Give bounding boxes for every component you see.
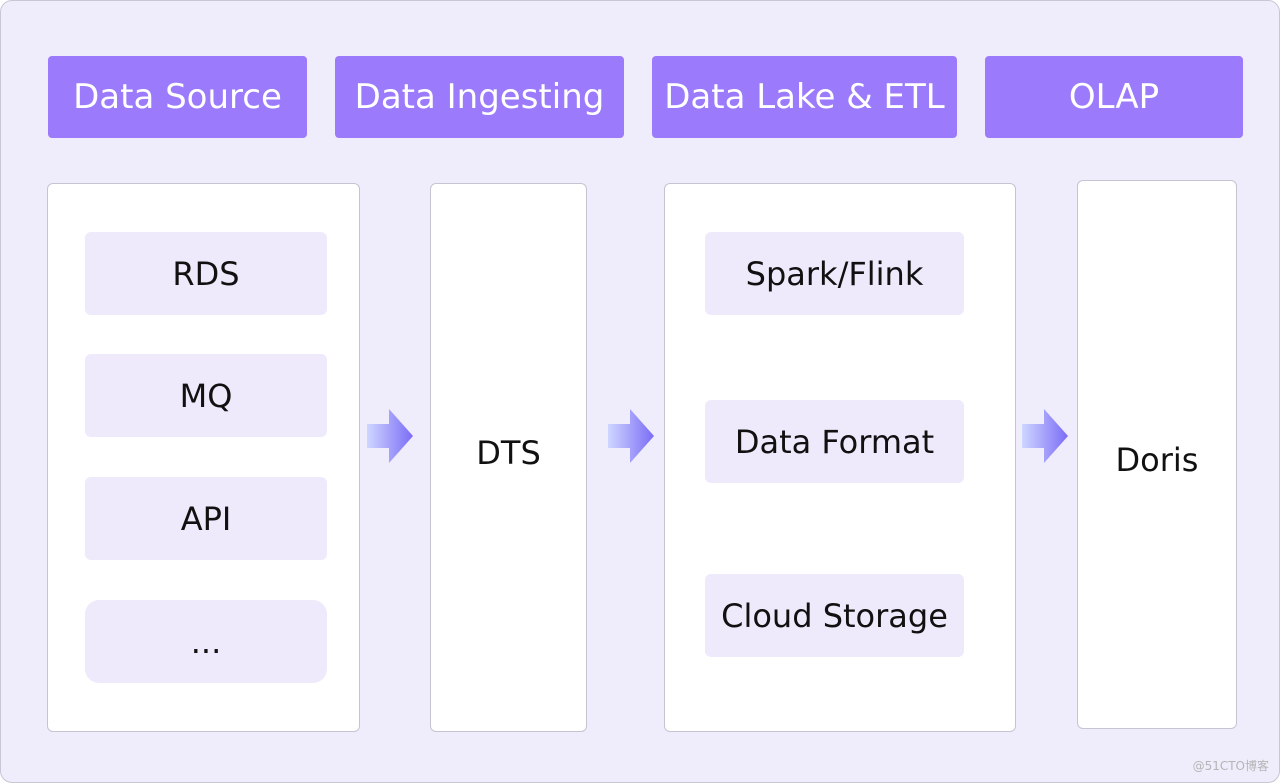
source-item-api: API <box>85 477 327 560</box>
source-item-rds: RDS <box>85 232 327 315</box>
dts-label: DTS <box>476 434 541 472</box>
header-data-lake-etl: Data Lake & ETL <box>652 56 957 138</box>
source-item-more: ... <box>85 600 327 683</box>
arrow-right-icon <box>367 409 413 463</box>
data-lake-column: Spark/Flink Data Format Cloud Storage <box>664 183 1016 732</box>
data-ingesting-column: DTS <box>430 183 587 732</box>
arrow-right-icon <box>608 409 654 463</box>
olap-column: Doris <box>1077 180 1237 729</box>
watermark: @51CTO博客 <box>1192 759 1269 773</box>
header-data-source: Data Source <box>48 56 307 138</box>
lake-item-cloud-storage: Cloud Storage <box>705 574 964 657</box>
source-item-mq: MQ <box>85 354 327 437</box>
data-source-column: RDS MQ API ... <box>47 183 360 732</box>
arrow-right-icon <box>1022 409 1068 463</box>
lake-item-spark-flink: Spark/Flink <box>705 232 964 315</box>
header-olap: OLAP <box>985 56 1243 138</box>
doris-label: Doris <box>1115 441 1199 479</box>
lake-item-data-format: Data Format <box>705 400 964 483</box>
header-data-ingesting: Data Ingesting <box>335 56 624 138</box>
